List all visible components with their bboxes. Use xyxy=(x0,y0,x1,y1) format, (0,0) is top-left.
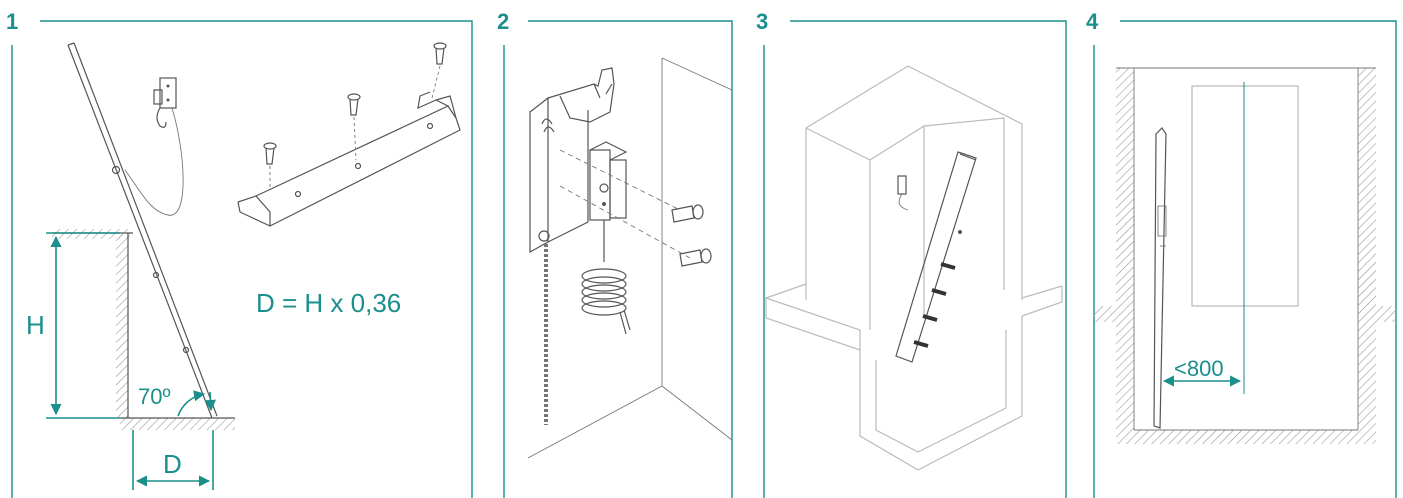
wall-hook xyxy=(124,77,184,216)
step-number-1: 1 xyxy=(6,9,18,34)
screw-upper xyxy=(671,204,704,223)
clearance-label: <800 xyxy=(1174,356,1224,381)
panel-1: 1 xyxy=(6,9,473,498)
shaft-section xyxy=(1094,67,1396,444)
shaft-ladder xyxy=(895,151,977,363)
screw-2 xyxy=(347,93,361,161)
screw-lower xyxy=(679,248,712,267)
distance-dimension: D xyxy=(132,430,214,490)
coiled-cable xyxy=(581,268,631,335)
bracket-screws xyxy=(559,149,712,267)
clearance-dimension: <800 xyxy=(1162,82,1245,394)
panel-4: 4 <800 xyxy=(1086,9,1397,498)
ground-section xyxy=(52,229,235,430)
step-number-3: 3 xyxy=(756,9,768,34)
screw-1 xyxy=(263,142,277,188)
shaft-hook xyxy=(897,175,909,211)
wall-corner xyxy=(527,57,733,459)
distance-label: D xyxy=(163,449,182,479)
panel-2: 2 xyxy=(497,9,733,498)
panel-4-frame xyxy=(1093,20,1397,498)
angle-label: 70º xyxy=(138,384,171,409)
step-number-4: 4 xyxy=(1086,9,1099,34)
screw-3 xyxy=(431,42,447,99)
height-dimension: H xyxy=(26,232,120,419)
angle-indicator: 70º xyxy=(138,384,217,417)
height-label: H xyxy=(26,310,45,340)
floor-bracket xyxy=(237,42,461,227)
formula-label: D = H x 0,36 xyxy=(256,288,401,318)
panel-3: 3 xyxy=(756,9,1067,498)
ladder xyxy=(67,42,218,419)
side-ladder xyxy=(1153,127,1167,429)
manhole-shaft xyxy=(765,65,1063,471)
panel-3-frame xyxy=(763,20,1067,498)
panel-2-frame xyxy=(503,20,733,498)
wall-bracket xyxy=(529,67,628,262)
panel-1-frame xyxy=(11,20,473,498)
step-number-2: 2 xyxy=(497,9,509,34)
